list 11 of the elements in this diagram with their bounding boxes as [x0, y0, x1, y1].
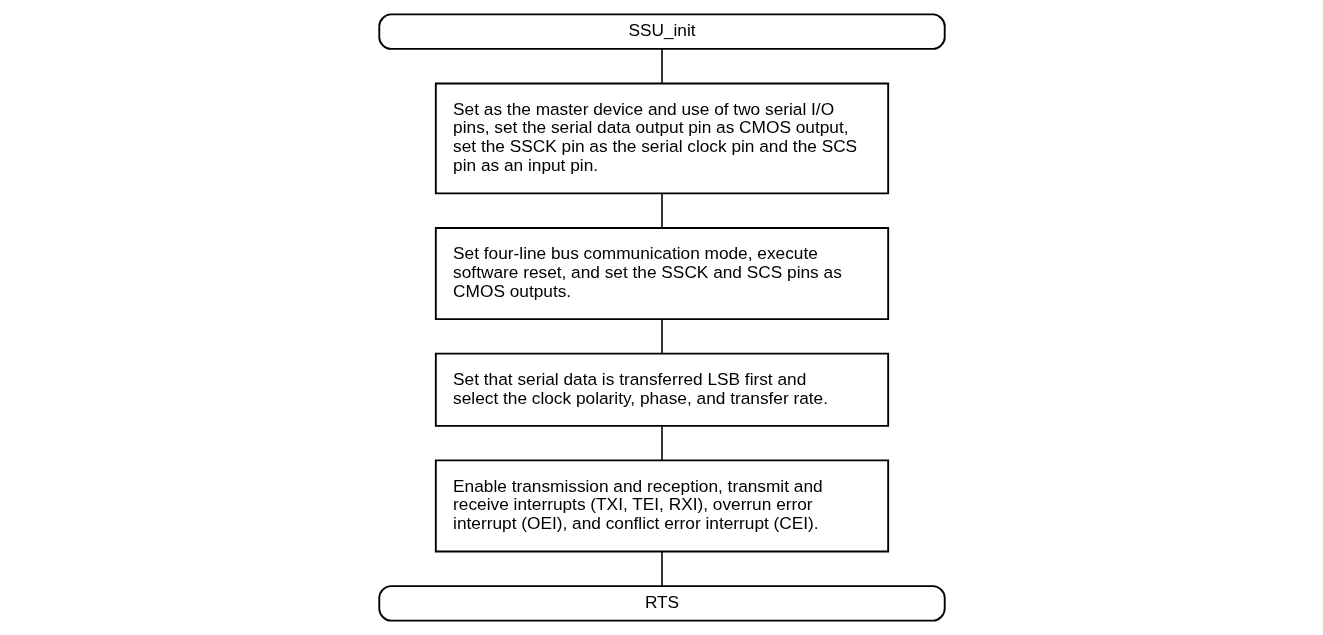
connector — [660, 192, 663, 229]
node-box: Enable transmission and reception, transmit and receive interrupts (TXI, TEI, RXI), overrun error interrupt (OEI), and conflict error interrupt (CEI). — [434, 459, 889, 553]
connector — [660, 425, 663, 461]
node-box: Set that serial data is transferred LSB first and select the clock polarity, phase, and transfer rate. — [434, 352, 889, 427]
connector — [660, 48, 663, 84]
connector — [660, 551, 663, 587]
node-box: RTS — [377, 585, 946, 622]
node-box: Set four-line bus communication mode, execute software reset, and set the SSCK and SCS pins as CMOS outputs. — [434, 227, 889, 320]
node-box: Set as the master device and use of two serial I/O pins, set the serial data output pin as CMOS output, set the SSCK pin as the serial clock pin and the SCS pin as an input pin. — [434, 82, 889, 195]
node-box: SSU_init — [377, 13, 946, 50]
connector — [660, 318, 663, 355]
